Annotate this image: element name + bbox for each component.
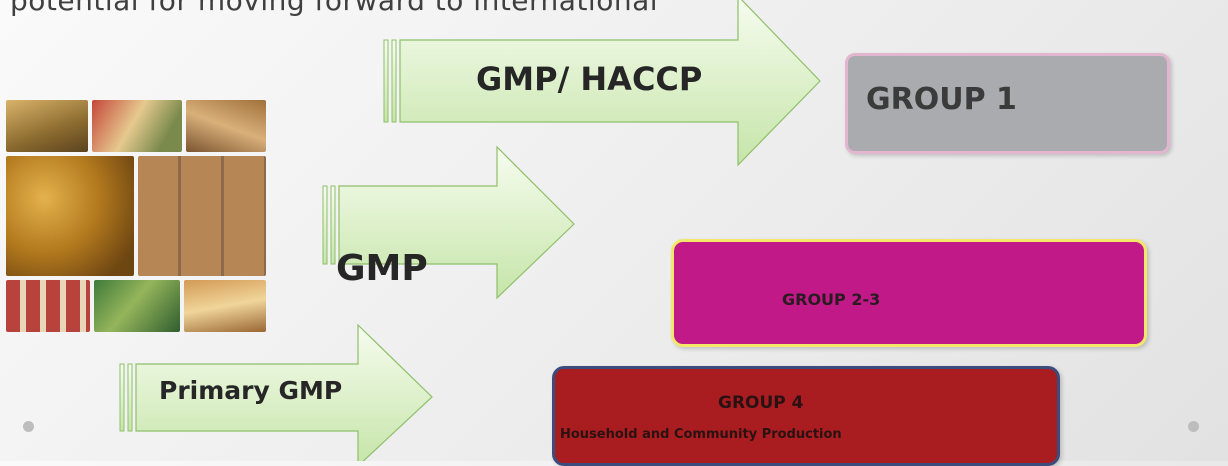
group-1-label: GROUP 1	[866, 82, 1017, 117]
right-bullet-dot	[1188, 421, 1199, 432]
left-bullet-dot	[23, 421, 34, 432]
arrow-gmp	[322, 145, 575, 300]
food-products-photo	[6, 100, 266, 332]
arrow-gmp-haccp	[383, 0, 821, 167]
group-2-3-label: GROUP 2-3	[782, 290, 881, 309]
arrow-primary-gmp	[119, 323, 433, 461]
group-4-subtitle: Household and Community Production	[560, 427, 842, 442]
group-4-title: GROUP 4	[718, 393, 804, 413]
slide-heading: potential for moving forward to internat…	[10, 0, 659, 17]
arrow-label-primary-gmp: Primary GMP	[159, 376, 343, 405]
group-1-box: GROUP 1	[845, 53, 1170, 154]
arrow-label-gmp-haccp: GMP/ HACCP	[476, 60, 703, 98]
arrow-label-gmp: GMP	[336, 248, 428, 289]
group-2-3-box: GROUP 2-3	[671, 239, 1147, 347]
group-4-box: GROUP 4 Household and Community Producti…	[552, 366, 1060, 466]
